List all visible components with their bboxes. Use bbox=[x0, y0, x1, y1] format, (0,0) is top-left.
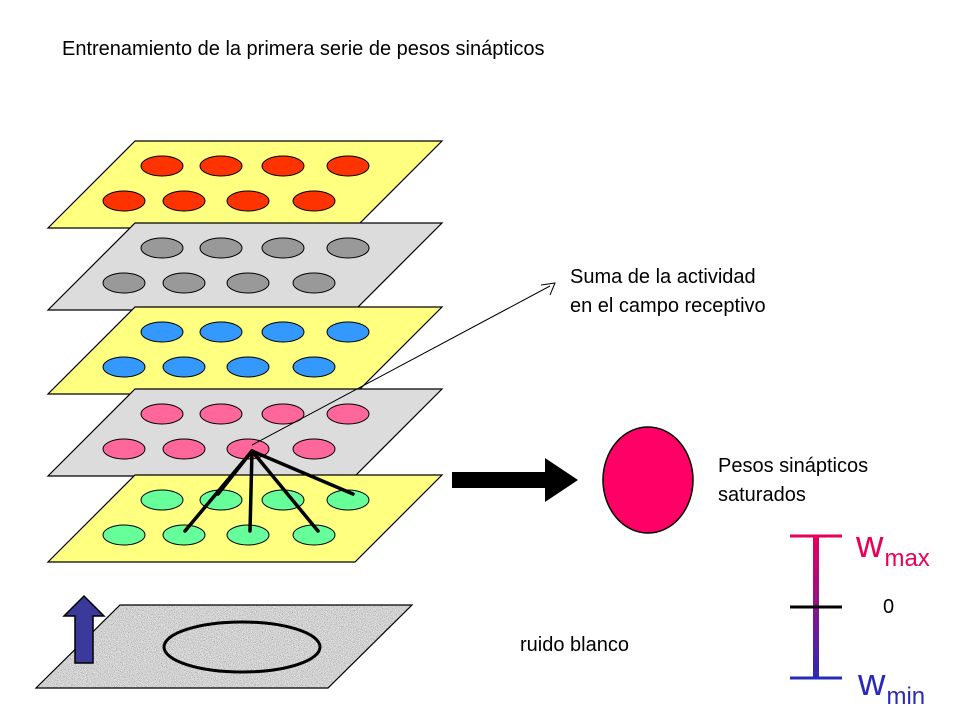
neuron bbox=[292, 356, 336, 378]
sum-pointer-line bbox=[251, 285, 551, 446]
neuron bbox=[140, 155, 184, 177]
neuron bbox=[226, 356, 270, 378]
saturated-neuron bbox=[602, 426, 694, 534]
saturated-label-line-2: saturados bbox=[718, 484, 806, 506]
layer-plane bbox=[46, 474, 444, 563]
neuron bbox=[226, 190, 270, 212]
neuron bbox=[140, 237, 184, 259]
receptive-field-connections bbox=[183, 449, 355, 533]
neuron bbox=[326, 237, 370, 259]
neuron bbox=[102, 190, 146, 212]
white-noise-plane bbox=[34, 604, 414, 689]
pink-layer bbox=[46, 388, 444, 477]
receptive-field-sum-label: Suma de la actividad en el campo recepti… bbox=[570, 263, 766, 321]
weight-min-main: w bbox=[858, 662, 886, 704]
neuron bbox=[162, 272, 206, 294]
neuron bbox=[226, 524, 270, 546]
neuron bbox=[261, 403, 305, 425]
weight-max-main: w bbox=[856, 524, 884, 566]
neuron bbox=[261, 321, 305, 343]
saturated-weights-label: Pesos sinápticos saturados bbox=[718, 452, 868, 510]
blue-layer bbox=[46, 306, 444, 395]
page-title: Entrenamiento de la primera serie de pes… bbox=[62, 38, 545, 60]
neuron bbox=[162, 524, 206, 546]
sum-pointer-head bbox=[540, 282, 556, 296]
weight-scale bbox=[790, 534, 842, 680]
green-layer bbox=[46, 474, 444, 563]
layer-plane bbox=[46, 388, 444, 477]
saturation-arrow bbox=[452, 458, 578, 502]
neuron bbox=[162, 190, 206, 212]
neuron bbox=[162, 438, 206, 460]
neuron bbox=[292, 438, 336, 460]
neuron bbox=[261, 237, 305, 259]
neuron bbox=[326, 403, 370, 425]
neuron bbox=[102, 272, 146, 294]
neuron bbox=[226, 272, 270, 294]
saturated-label-line-1: Pesos sinápticos bbox=[718, 455, 869, 477]
layer-plane bbox=[46, 140, 444, 229]
neuron bbox=[199, 403, 243, 425]
neuron bbox=[292, 190, 336, 212]
neuron bbox=[162, 356, 206, 378]
layer-plane bbox=[46, 222, 444, 311]
white-noise-label: ruido blanco bbox=[520, 634, 629, 656]
neuron bbox=[199, 321, 243, 343]
neuron bbox=[326, 155, 370, 177]
sum-label-line-1: Suma de la actividad bbox=[570, 266, 756, 288]
weight-min-subscript: min bbox=[886, 683, 926, 710]
neuron bbox=[140, 489, 184, 511]
weight-max-subscript: max bbox=[884, 545, 930, 572]
neuron bbox=[199, 155, 243, 177]
red-layer bbox=[46, 140, 444, 229]
neuron bbox=[261, 155, 305, 177]
receptive-field-ellipse bbox=[162, 620, 322, 674]
neuron bbox=[102, 524, 146, 546]
neuron bbox=[292, 272, 336, 294]
neuron bbox=[140, 403, 184, 425]
neuron bbox=[140, 321, 184, 343]
weight-max-label: wmax bbox=[856, 526, 930, 571]
weight-zero-label: 0 bbox=[883, 596, 895, 618]
neuron bbox=[199, 237, 243, 259]
layer-stack bbox=[46, 140, 444, 563]
neuron bbox=[102, 438, 146, 460]
up-arrow bbox=[62, 594, 106, 664]
gray-layer bbox=[46, 222, 444, 311]
sum-label-line-2: en el campo receptivo bbox=[570, 295, 766, 317]
neuron bbox=[102, 356, 146, 378]
neuron bbox=[326, 321, 370, 343]
weight-min-label: wmin bbox=[858, 664, 925, 709]
layer-plane bbox=[46, 306, 444, 395]
